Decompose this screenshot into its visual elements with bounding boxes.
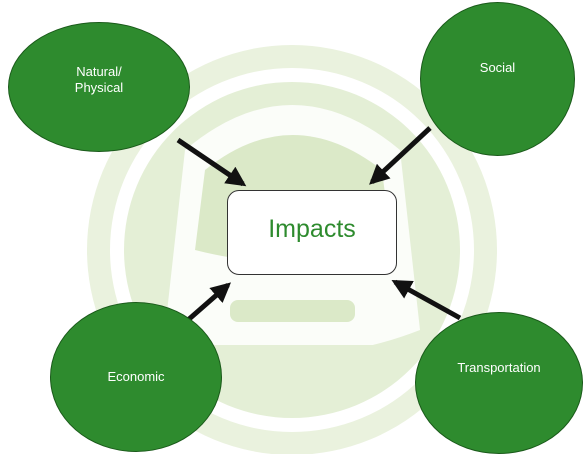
arrow-natural-to-impacts	[176, 137, 247, 187]
impacts-label: Impacts	[268, 215, 356, 243]
node-social: Social	[420, 2, 575, 156]
node-economic: Economic	[50, 302, 222, 452]
node-transportation: Transportation	[415, 312, 583, 454]
node-natural-physical-label: Natural/ Physical	[74, 64, 124, 95]
arrow-transportation-to-impacts	[391, 279, 462, 321]
node-social-label: Social	[479, 60, 516, 75]
node-transportation-label: Transportation	[457, 360, 541, 375]
node-natural-physical: Natural/ Physical	[8, 22, 190, 152]
node-economic-label: Economic	[107, 369, 165, 384]
impacts-box: Impacts	[227, 190, 397, 275]
arrow-social-to-impacts	[369, 126, 432, 185]
